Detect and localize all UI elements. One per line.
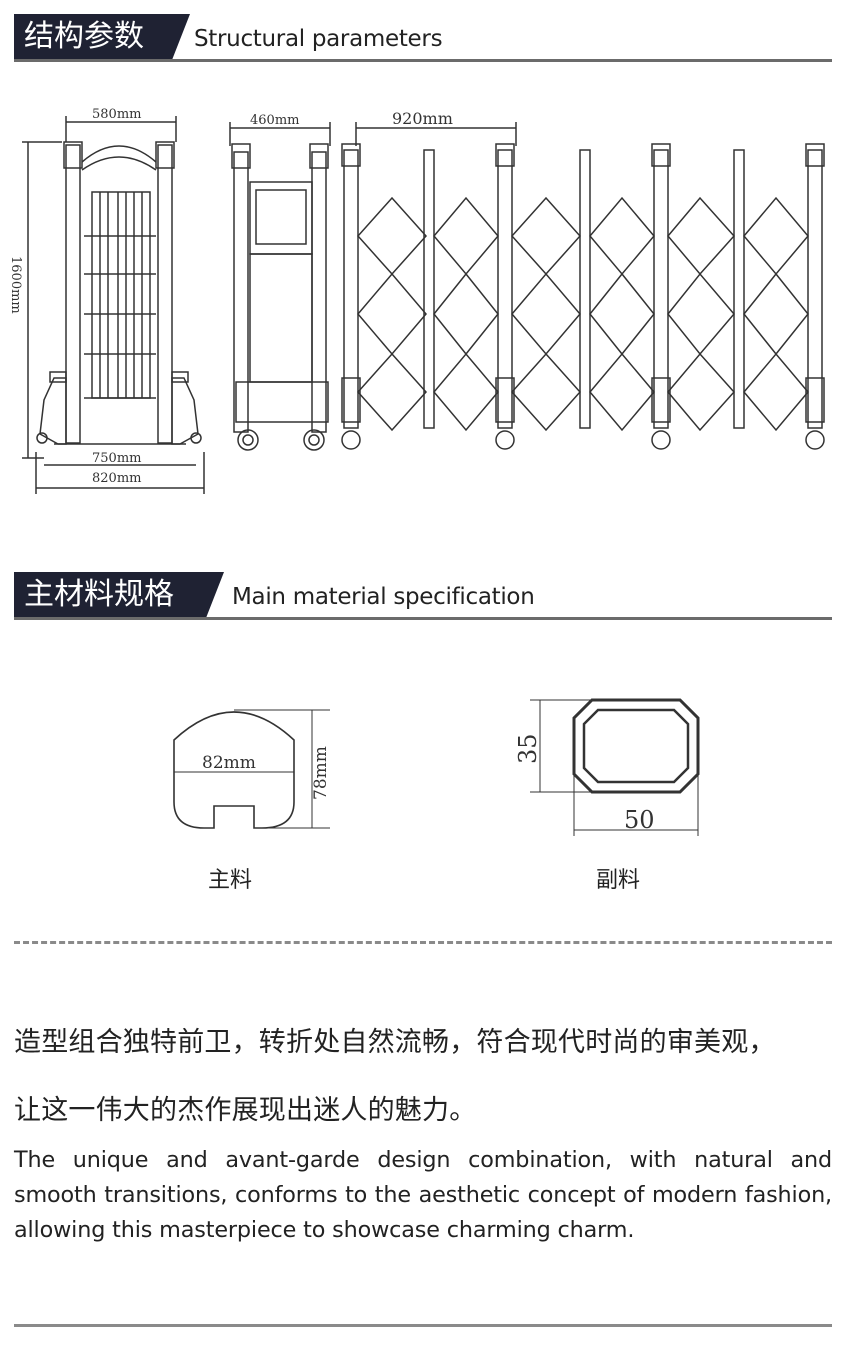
main-profile-height: 78mm bbox=[311, 746, 331, 800]
material-profiles-drawing: 82mm 78mm 35 50 bbox=[173, 698, 700, 836]
description-en: The unique and avant-garde design combin… bbox=[14, 1147, 832, 1243]
structural-header: 结构参数 Structural parameters bbox=[14, 14, 832, 62]
dim-side-width: 460mm bbox=[250, 113, 299, 128]
header-notch bbox=[206, 572, 224, 618]
dim-top-width: 580mm bbox=[92, 107, 141, 122]
secondary-profile-width: 50 bbox=[624, 806, 655, 834]
description-zh-line-1: 造型组合独特前卫，转折处自然流畅，符合现代时尚的审美观， bbox=[14, 1027, 776, 1058]
dim-overall-width: 820mm bbox=[92, 471, 141, 486]
dashed-divider bbox=[14, 941, 832, 944]
dim-height: 1600mm bbox=[8, 256, 23, 314]
bottom-rule bbox=[14, 1324, 832, 1327]
header-notch bbox=[172, 14, 190, 60]
material-title-zh: 主材料规格 bbox=[14, 572, 206, 618]
material-title-en: Main material specification bbox=[232, 584, 535, 610]
header-rule bbox=[14, 59, 832, 62]
structural-title-en: Structural parameters bbox=[194, 26, 443, 52]
gate-structure-drawing: 580mm 750mm 820mm 460mm 920mm 1600mm bbox=[8, 107, 825, 494]
dim-base-width: 750mm bbox=[92, 451, 141, 466]
structural-title-zh: 结构参数 bbox=[14, 14, 172, 60]
header-rule bbox=[14, 617, 832, 620]
main-profile-width: 82mm bbox=[202, 753, 256, 773]
secondary-profile-caption: 副料 bbox=[596, 868, 641, 893]
description-zh-line-2: 让这一伟大的杰作展现出迷人的魅力。 bbox=[14, 1095, 477, 1126]
main-profile-caption: 主料 bbox=[208, 868, 253, 893]
secondary-profile-height: 35 bbox=[514, 733, 542, 764]
material-header: 主材料规格 Main material specification bbox=[14, 572, 832, 620]
dim-section-width: 920mm bbox=[392, 109, 453, 128]
description-zh: 造型组合独特前卫，转折处自然流畅，符合现代时尚的审美观， 让这一伟大的杰作展现出… bbox=[14, 1018, 836, 1136]
